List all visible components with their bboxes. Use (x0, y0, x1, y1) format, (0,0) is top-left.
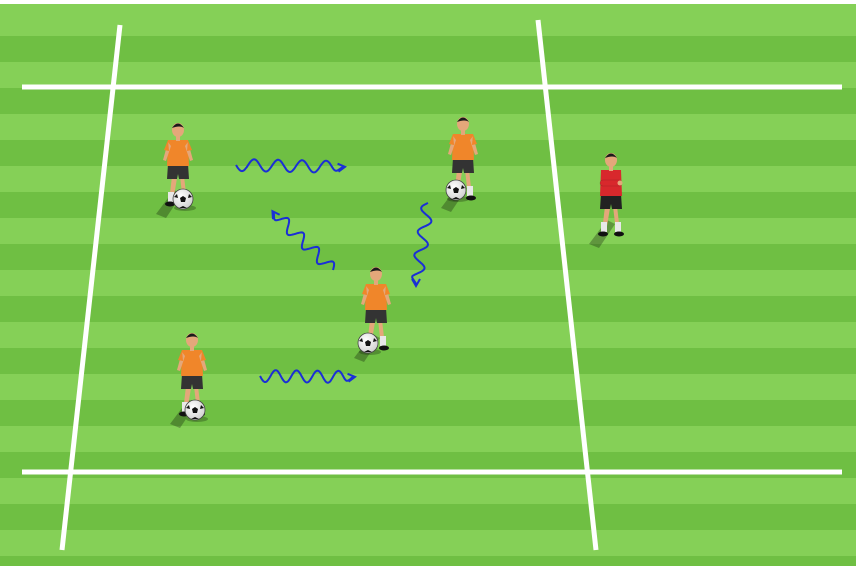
drill-diagram (0, 0, 856, 566)
